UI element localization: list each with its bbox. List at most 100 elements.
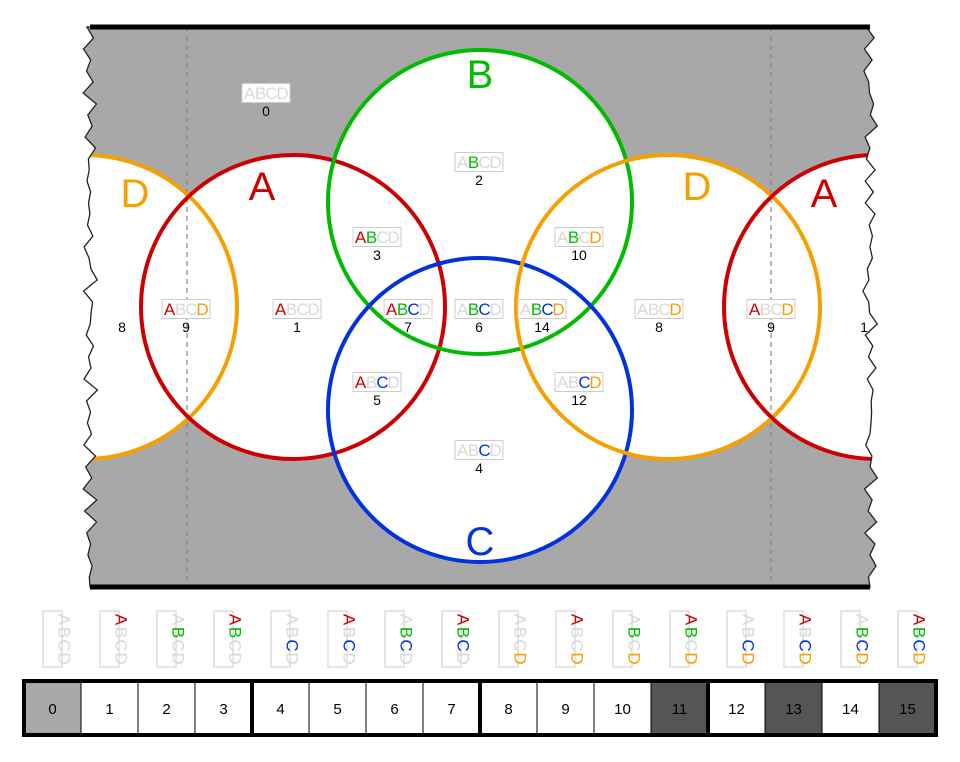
legend-number: 1 bbox=[105, 701, 113, 718]
legend-letter-a: A bbox=[169, 614, 188, 626]
region-number: 10 bbox=[571, 247, 587, 263]
circle-label-a: A bbox=[811, 172, 838, 216]
legend-number: 11 bbox=[672, 701, 688, 718]
circle-label-d: D bbox=[683, 165, 712, 209]
legend-letter-b: B bbox=[796, 627, 815, 638]
region-letter-c: C bbox=[541, 300, 553, 319]
region-number: 1 bbox=[293, 319, 301, 335]
legend-letter-b: B bbox=[112, 627, 131, 638]
circle-b bbox=[326, 48, 634, 356]
legend-letter-c: C bbox=[796, 639, 815, 651]
region-letter-a: A bbox=[457, 300, 469, 319]
region-number: 0 bbox=[262, 103, 270, 119]
legend-letter-d: D bbox=[226, 652, 245, 664]
region-letter-c: C bbox=[658, 300, 670, 319]
legend-cell-2: 2 bbox=[137, 680, 196, 736]
legend-letter-c: C bbox=[454, 639, 473, 651]
legend-letter-d: D bbox=[739, 652, 758, 664]
legend-letter-c: C bbox=[397, 639, 416, 651]
legend-letter-b: B bbox=[511, 627, 530, 638]
legend-cell-13: 13 bbox=[764, 680, 823, 736]
legend-letter-b: B bbox=[226, 627, 245, 638]
region-letter-b: B bbox=[760, 300, 771, 319]
region-letter-a: A bbox=[244, 84, 256, 103]
region-letter-b: B bbox=[255, 84, 266, 103]
region-number: 12 bbox=[571, 392, 587, 408]
region-letter-b: B bbox=[568, 228, 579, 247]
legend-letter-d: D bbox=[853, 652, 872, 664]
legend-number: 8 bbox=[504, 701, 512, 718]
region-number: 3 bbox=[373, 247, 381, 263]
legend-letter-a: A bbox=[568, 614, 587, 626]
legend-number: 3 bbox=[219, 701, 227, 718]
region-letter-a: A bbox=[457, 153, 469, 172]
legend-number: 4 bbox=[276, 701, 284, 718]
legend-letter-a: A bbox=[796, 614, 815, 626]
legend-letter-a: A bbox=[112, 614, 131, 626]
region-letter-c: C bbox=[185, 300, 197, 319]
legend-number: 9 bbox=[561, 701, 569, 718]
legend-letter-c: C bbox=[625, 639, 644, 651]
legend-letter-b: B bbox=[910, 627, 929, 638]
circle-label-d: D bbox=[121, 172, 150, 216]
legend-cell-11: 11 bbox=[650, 680, 709, 736]
region-letter-d: D bbox=[307, 300, 319, 319]
region-number: 9 bbox=[767, 319, 775, 335]
region-letter-c: C bbox=[478, 300, 490, 319]
region-letter-d: D bbox=[589, 228, 601, 247]
legend-letter-d: D bbox=[568, 652, 587, 664]
legend-cell-1: 1 bbox=[80, 680, 139, 736]
region-1: 1 bbox=[860, 319, 868, 335]
region-letter-b: B bbox=[175, 300, 186, 319]
legend-number: 6 bbox=[390, 701, 398, 718]
legend-number: 10 bbox=[614, 701, 631, 718]
legend-number: 14 bbox=[842, 701, 859, 718]
legend-letter-d: D bbox=[283, 652, 302, 664]
region-number: 4 bbox=[475, 460, 483, 476]
region-number: 9 bbox=[182, 319, 190, 335]
legend-letter-b: B bbox=[568, 627, 587, 638]
region-letter-a: A bbox=[164, 300, 176, 319]
region-letter-d: D bbox=[489, 153, 501, 172]
region-number: 14 bbox=[534, 319, 550, 335]
region-letter-d: D bbox=[276, 84, 288, 103]
legend-letter-a: A bbox=[454, 614, 473, 626]
region-letter-c: C bbox=[407, 300, 419, 319]
legend-letter-a: A bbox=[682, 614, 701, 626]
region-letter-d: D bbox=[196, 300, 208, 319]
legend-letter-a: A bbox=[397, 614, 416, 626]
circle-c bbox=[326, 256, 634, 564]
region-letter-d: D bbox=[669, 300, 681, 319]
legend-letter-c: C bbox=[226, 639, 245, 651]
legend-letter-d: D bbox=[169, 652, 188, 664]
legend-letter-a: A bbox=[739, 614, 758, 626]
legend-letter-b: B bbox=[169, 627, 188, 638]
legend-cell-9: 9 bbox=[536, 680, 595, 736]
legend-letter-d: D bbox=[397, 652, 416, 664]
legend-letter-d: D bbox=[682, 652, 701, 664]
circle-label-c: C bbox=[466, 520, 495, 564]
region-letter-d: D bbox=[387, 228, 399, 247]
region-letter-b: B bbox=[531, 300, 542, 319]
legend-letter-d: D bbox=[796, 652, 815, 664]
region-number: 6 bbox=[475, 319, 483, 335]
legend-letter-d: D bbox=[55, 652, 74, 664]
circle-a bbox=[139, 153, 447, 461]
region-letter-c: C bbox=[770, 300, 782, 319]
